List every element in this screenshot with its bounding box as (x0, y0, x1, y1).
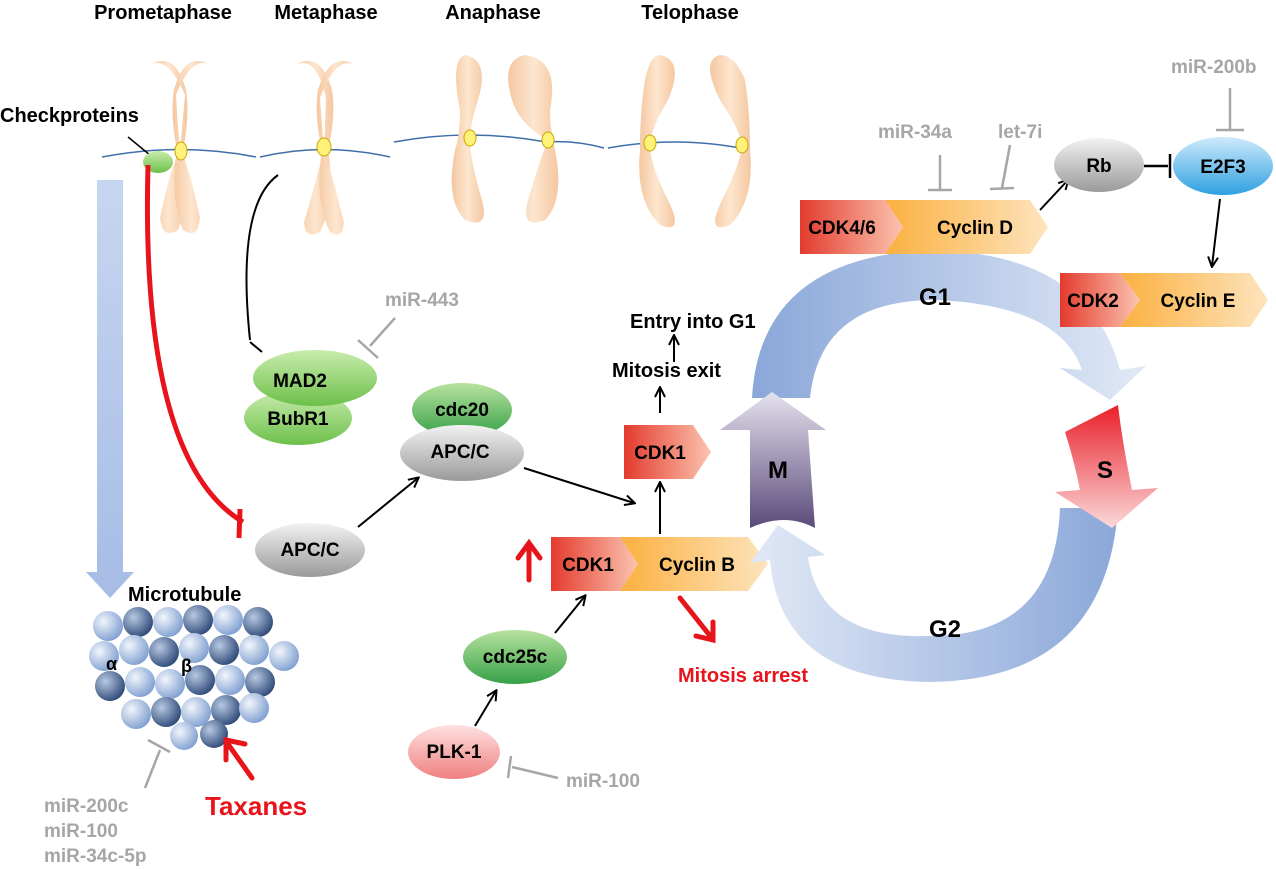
microtubule-label: Microtubule (128, 584, 241, 606)
cdk2-label: CDK2 (1067, 291, 1119, 312)
bubr1-label: BubR1 (267, 409, 329, 430)
phase-label-metaphase: Metaphase (274, 2, 377, 24)
chromosome-prometaphase (150, 60, 210, 234)
cycle-g1-label: G1 (919, 284, 951, 311)
taxanes-arrow-red (223, 736, 255, 781)
apcc-top-label: APC/C (430, 442, 489, 463)
mirna-mir100-plk-line (511, 765, 559, 780)
apcc-top-node (400, 425, 524, 481)
mirna-let7i-bar (989, 186, 1015, 191)
cdk1-single-label: CDK1 (634, 443, 686, 464)
cyclin-d-label: Cyclin D (937, 218, 1013, 239)
mirna-mir100-plk-bar (506, 755, 513, 779)
cdk1-single-node (624, 425, 711, 479)
plk1-to-cdc25c-arrow (474, 691, 496, 727)
cyclind-to-rb-arrow (1039, 180, 1068, 211)
mirna-mir34c-label: miR-34c-5p (44, 846, 146, 867)
cycle-g2-label: G2 (929, 616, 961, 643)
mirna-mir200c-label: miR-200c (44, 796, 129, 817)
cdk46-label: CDK4/6 (808, 218, 876, 239)
checkproteins-label: Checkproteins (0, 105, 139, 127)
mitosis-arrest-label: Mitosis arrest (678, 665, 808, 687)
plk1-node (408, 725, 500, 779)
cdk46-node (800, 200, 903, 254)
beta-tubulin-label: β (181, 656, 192, 676)
apcc-to-cdk1-arrow (523, 467, 634, 503)
mirna-mir443-label: miR-443 (385, 290, 459, 311)
mirna-let7i-line (1000, 144, 1012, 189)
chromosome-telophase (639, 55, 751, 228)
s-arrow (1055, 405, 1158, 528)
mirna-mir200b-label: miR-200b (1171, 57, 1257, 78)
cyclin-e-label: Cyclin E (1161, 291, 1236, 312)
e2f3-node (1173, 137, 1273, 195)
plk1-label: PLK-1 (427, 742, 482, 763)
rb-label: Rb (1086, 156, 1111, 177)
mad2-label: MAD2 (273, 371, 327, 392)
inhibition-curve-red (144, 164, 245, 525)
microtubule-balls (89, 605, 299, 750)
g2-arc (750, 508, 1118, 682)
taxanes-label: Taxanes (205, 791, 307, 821)
phase-label-prometaphase: Prometaphase (94, 2, 232, 24)
metaphase-to-mad2-curve (245, 174, 279, 341)
cdc25c-to-cdk1-arrow (554, 596, 585, 634)
mirna-mir100-plk-label: miR-100 (566, 771, 640, 792)
mirna-microtubule-bar (147, 738, 171, 754)
g1-arc (752, 250, 1146, 400)
rb-node (1054, 138, 1144, 192)
checkproteins-pointer (127, 136, 151, 156)
inhibition-bar-red (236, 508, 243, 539)
cdc20-label: cdc20 (435, 400, 489, 421)
checkpoint-to-microtubule-arrow (86, 180, 134, 598)
apcc-bottom-to-top-arrow (357, 478, 418, 528)
mirna-mir443-bar (357, 339, 379, 359)
chromosome-anaphase (451, 55, 559, 223)
m-arrow (720, 392, 826, 528)
cyclin-e-node (1120, 273, 1268, 327)
cyclin-b-label: Cyclin B (659, 555, 735, 576)
cdk1-complex-label: CDK1 (562, 555, 614, 576)
cdc25c-label: cdc25c (483, 647, 548, 668)
mirna-mir34a-label: miR-34a (878, 122, 952, 143)
apcc-bottom-node (255, 523, 365, 577)
chromosome-metaphase (296, 60, 355, 235)
cdk1-complex-node (551, 537, 638, 591)
mad2-node (253, 350, 377, 406)
entry-into-g1-label: Entry into G1 (630, 311, 756, 333)
metaphase-to-mad2-bar (249, 341, 263, 353)
checkprotein-blob (143, 151, 173, 173)
cyclin-b-node (620, 537, 768, 591)
e2f3-to-cyclin-e-arrow (1212, 198, 1221, 266)
phase-label-telophase: Telophase (641, 2, 738, 24)
cycle-m-label: M (768, 457, 788, 484)
mitosis-exit-label: Mitosis exit (612, 360, 721, 382)
cdc25c-node (463, 630, 567, 684)
mirna-let7i-label: let-7i (998, 122, 1042, 143)
phase-label-anaphase: Anaphase (445, 2, 541, 24)
cdc20-node (412, 383, 512, 437)
mirna-microtubule-line (143, 749, 162, 789)
apcc-bottom-label: APC/C (280, 540, 339, 561)
e2f3-label: E2F3 (1200, 157, 1245, 178)
cycle-s-label: S (1097, 457, 1113, 484)
mitosis-arrest-arrow-red (677, 595, 716, 644)
cyclin-d-node (885, 200, 1048, 254)
mirna-mir443-line (369, 317, 396, 347)
upregulation-arrow-red (515, 538, 543, 583)
cdk2-node (1060, 273, 1140, 327)
alpha-tubulin-label: α (106, 654, 117, 674)
mirna-mir100-mt-label: miR-100 (44, 821, 118, 842)
